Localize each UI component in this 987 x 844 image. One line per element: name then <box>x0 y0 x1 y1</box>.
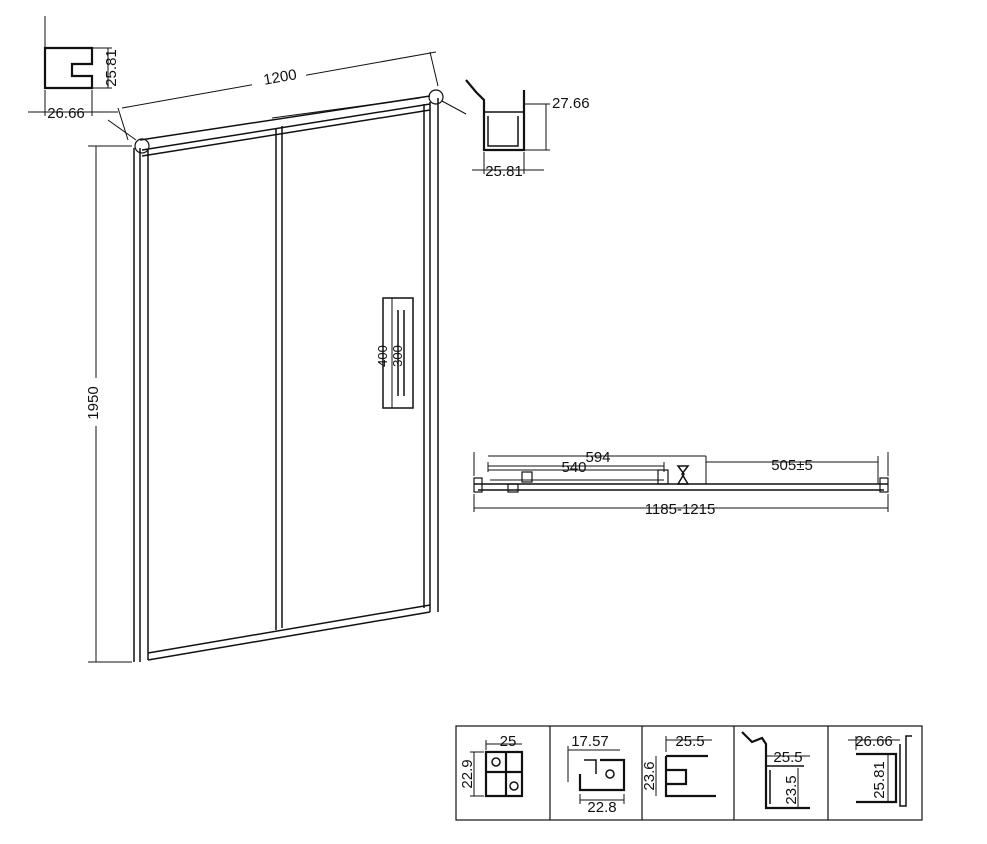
profile-cell-3: 25.5 23.6 <box>641 733 716 798</box>
profile-5-shape <box>856 752 898 804</box>
corner-profile-outer <box>465 79 526 152</box>
handle-outer-label: 400 <box>375 345 390 367</box>
profile-2-hole <box>605 769 615 779</box>
profile-1-hole-2 <box>509 781 519 791</box>
plan-view: 594 540 505±5 1185-1215 <box>473 449 889 518</box>
corner-profile-detail: 27.66 25.81 <box>465 79 590 180</box>
right-wall-profile <box>423 98 439 612</box>
height-label: 1950 <box>85 386 102 419</box>
profile-5-dim-b: 25.81 <box>871 761 888 799</box>
leader-right <box>441 100 467 115</box>
plan-panel <box>488 469 664 481</box>
profile-2-top-dim <box>567 746 620 782</box>
handle-outline <box>382 297 414 409</box>
profile-3-dim-b: 23.6 <box>641 761 658 790</box>
profile-1-side-dim <box>470 751 484 797</box>
corner-profile-height-line <box>524 103 550 151</box>
top-profile-detail: 25.81 26.66 <box>28 16 120 122</box>
profile-2-shape <box>578 758 626 792</box>
corner-detail-marker-right <box>428 89 444 105</box>
door-elevation <box>107 89 467 662</box>
plan-dim-594 <box>487 462 665 472</box>
profile-1-dim-a: 25 <box>500 733 517 750</box>
profile-5-outer <box>899 735 912 807</box>
profile-3-shape <box>664 754 716 798</box>
plan-dim-opening <box>705 456 879 484</box>
profile-table-frame <box>455 725 923 821</box>
profile-1-hole <box>491 757 501 767</box>
top-profile-shape <box>43 46 94 90</box>
corner-profile-width-label: 25.81 <box>485 163 523 180</box>
profile-2-bottom-dim <box>579 794 625 804</box>
profile-4-dim-b: 23.5 <box>783 775 800 804</box>
profile-table: 25 22.9 17.57 22.8 25.5 23.6 25. <box>455 725 923 821</box>
profile-cell-5: 26.66 25.81 <box>848 733 912 807</box>
panel-seam <box>275 126 283 630</box>
corner-profile-inner <box>484 111 524 147</box>
profile-3-top-dim <box>665 736 712 752</box>
plan-roller-left <box>507 483 519 493</box>
left-wall-profile <box>133 148 149 662</box>
profile-4-dim-a: 25.5 <box>773 749 802 766</box>
profile-4-inner <box>766 765 804 804</box>
bottom-rail <box>147 604 431 661</box>
top-profile-width-label: 26.66 <box>47 105 85 122</box>
plan-ext <box>473 452 889 476</box>
profile-2-inner <box>584 759 597 774</box>
plan-handle <box>676 465 690 485</box>
profile-4-shape <box>741 731 810 810</box>
width-label-bg <box>252 66 306 88</box>
width-dimension: 1200 <box>117 51 439 141</box>
profile-2-dim-a: 17.57 <box>571 733 609 750</box>
top-rail <box>139 95 431 157</box>
profile-1-dim-b: 22.9 <box>459 759 476 788</box>
leader-left <box>107 119 137 141</box>
height-label-bg <box>82 378 104 426</box>
plan-right-post <box>879 477 889 493</box>
plan-guide-left <box>521 471 533 483</box>
width-dim-extensions <box>117 51 439 141</box>
top-rail-inner-line <box>271 97 421 119</box>
profile-2-dim-b: 22.8 <box>587 799 616 816</box>
corner-profile-height-label: 27.66 <box>552 95 590 112</box>
top-profile-width-line <box>28 90 118 116</box>
profile-table-dividers <box>549 726 829 820</box>
plan-total-label: 1185-1215 <box>645 501 716 518</box>
plan-panel-1-label: 594 <box>585 449 610 466</box>
plan-guide-right <box>657 469 669 485</box>
profile-5-top-dim <box>848 736 900 750</box>
top-profile-dim-lines <box>44 16 112 89</box>
height-dimension: 1950 <box>82 145 132 663</box>
profile-cell-1: 25 22.9 <box>459 733 524 798</box>
profile-cell-2: 17.57 22.8 <box>567 733 626 816</box>
profile-cell-4: 25.5 23.5 <box>741 731 810 810</box>
corner-profile-width-line <box>472 152 544 174</box>
plan-opening-label: 505±5 <box>771 457 813 474</box>
top-profile-height-label: 25.81 <box>103 49 120 87</box>
plan-left-post <box>473 477 483 493</box>
profile-5-dim-a: 26.66 <box>855 733 893 750</box>
handle-inner-label: 300 <box>390 345 405 367</box>
plan-dim-total <box>473 494 889 512</box>
plan-track <box>474 483 888 491</box>
profile-3-dim-a: 25.5 <box>675 733 704 750</box>
corner-detail-marker-left <box>134 138 150 154</box>
handle-bar <box>397 310 405 396</box>
profile-1-shape <box>484 750 524 798</box>
plan-panel-2-label: 540 <box>561 459 586 476</box>
width-label: 1200 <box>262 66 298 89</box>
profile-1-top-dim <box>485 740 522 750</box>
